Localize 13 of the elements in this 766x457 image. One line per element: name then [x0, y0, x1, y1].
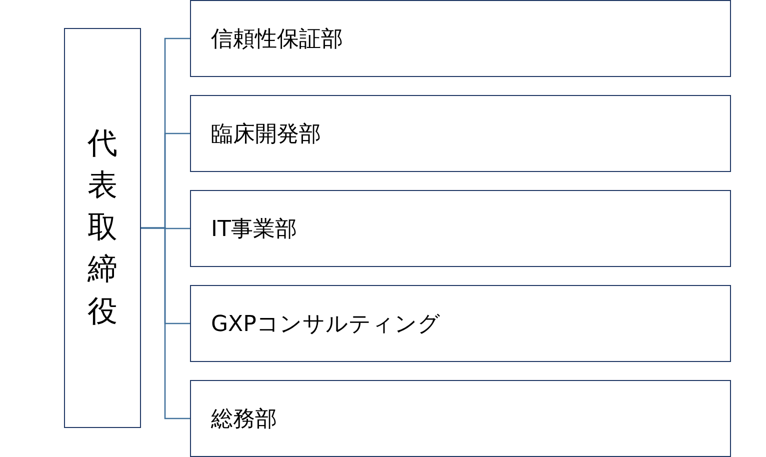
- department-box: [190, 95, 731, 172]
- department-box: [190, 285, 731, 362]
- department-name: IT事業部: [211, 216, 297, 244]
- department-box: [190, 0, 731, 77]
- department-box: [190, 190, 731, 267]
- department-name: 信頼性保証部: [211, 26, 343, 54]
- executive-box: [64, 28, 141, 428]
- department-name: 総務部: [211, 406, 277, 434]
- connector-line: [141, 227, 190, 420]
- department-box: [190, 380, 731, 457]
- department-name: 臨床開発部: [211, 120, 321, 148]
- department-name: GXPコンサルティング: [211, 310, 440, 338]
- executive-title: 代表取締役: [88, 125, 118, 331]
